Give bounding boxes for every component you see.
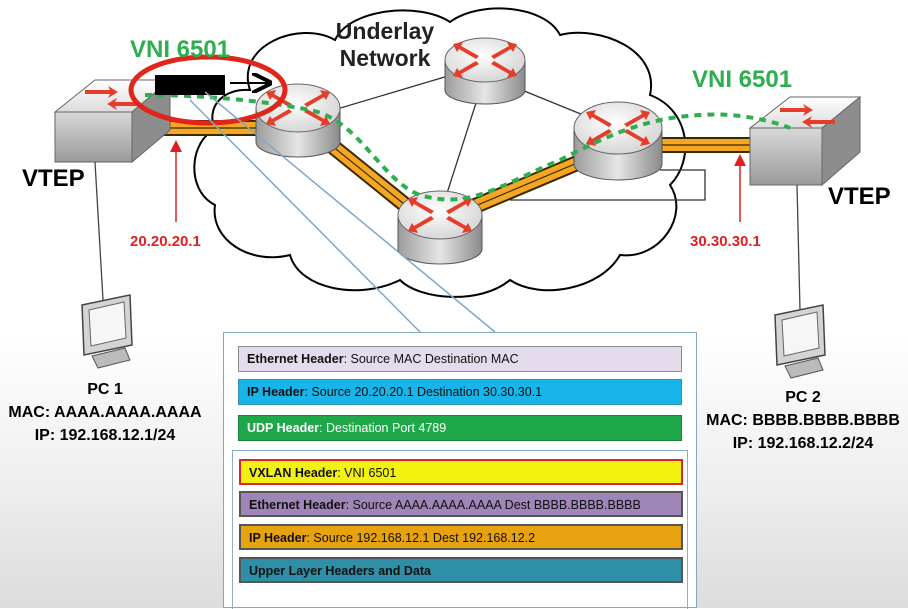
vni-label-right: VNI 6501	[692, 66, 793, 93]
outer-ip-header: IP Header: Source 20.20.20.1 Destination…	[238, 379, 682, 405]
callout-lines	[189, 91, 496, 333]
pc1-info: PC 1 MAC: AAAA.AAAA.AAAA IP: 192.168.12.…	[0, 378, 210, 447]
router-center	[397, 190, 483, 265]
cloud-title: Underlay Network	[310, 18, 460, 72]
vtep-ip-right: 30.30.30.1	[690, 233, 761, 250]
vtep-ip-left: 20.20.20.1	[130, 233, 201, 250]
header-name: Ethernet Header	[247, 352, 344, 366]
header-detail: : Destination Port 4789	[319, 421, 447, 435]
header-detail: : Source MAC Destination MAC	[343, 352, 519, 366]
pc2-name: PC 2	[785, 389, 821, 406]
router-top	[444, 37, 526, 105]
pc2-monitor-icon	[774, 304, 826, 379]
header-detail: : Source 192.168.12.1 Dest 192.168.12.2	[306, 531, 536, 545]
header-detail: : Source 20.20.20.1 Destination 30.30.30…	[304, 385, 543, 399]
pc2-link	[796, 184, 801, 311]
header-name: UDP Header	[247, 421, 320, 435]
router-right	[573, 101, 663, 181]
pc1-monitor-icon	[81, 294, 133, 369]
vni-label-left: VNI 6501	[130, 36, 231, 63]
header-detail: : VNI 6501	[337, 466, 397, 480]
inner-frame-box: VXLAN Header: VNI 6501 Ethernet Header: …	[232, 450, 688, 609]
switch-arrows-icon	[85, 86, 140, 110]
header-name: VXLAN Header	[249, 466, 338, 480]
pc1-link	[94, 161, 104, 301]
upper-layer-data: Upper Layer Headers and Data	[239, 557, 683, 583]
inner-ethernet-header: Ethernet Header: Source AAAA.AAAA.AAAA D…	[239, 491, 683, 517]
outer-ethernet-header: Ethernet Header: Source MAC Destination …	[238, 346, 682, 372]
inner-ip-header: IP Header: Source 192.168.12.1 Dest 192.…	[239, 524, 683, 550]
vtep-right-switch	[748, 95, 862, 187]
frame-icon	[155, 75, 225, 95]
header-name: IP Header	[247, 385, 305, 399]
underlay-cloud	[193, 7, 687, 298]
pc2-info: PC 2 MAC: BBBB.BBBB.BBBB IP: 192.168.12.…	[698, 386, 908, 455]
cloud-title-line2: Network	[339, 45, 431, 71]
pc1-ip: IP: 192.168.12.1/24	[34, 427, 176, 444]
router-arrows-icon	[266, 90, 330, 126]
cloud-title-line1: Underlay	[335, 18, 435, 44]
header-detail: : Source AAAA.AAAA.AAAA Dest BBBB.BBBB.B…	[345, 498, 641, 512]
vtep-label-left: VTEP	[22, 165, 85, 192]
router-left	[255, 83, 341, 158]
router-arrows-icon	[453, 42, 517, 78]
switch-arrows-icon	[780, 104, 835, 128]
pc2-mac: MAC: BBBB.BBBB.BBBB	[706, 412, 900, 429]
pc1-name: PC 1	[87, 381, 123, 398]
highlight-circle	[128, 54, 288, 126]
header-name: Ethernet Header	[249, 498, 346, 512]
vni-path	[144, 93, 791, 202]
udp-header: UDP Header: Destination Port 4789	[238, 415, 682, 441]
header-name: Upper Layer Headers and Data	[249, 564, 432, 578]
pc1-mac: MAC: AAAA.AAAA.AAAA	[8, 404, 202, 421]
header-name: IP Header	[249, 531, 307, 545]
vxlan-header: VXLAN Header: VNI 6501	[239, 459, 683, 485]
vtep-label-right: VTEP	[828, 183, 891, 210]
pc2-ip: IP: 192.168.12.2/24	[732, 435, 874, 452]
router-arrows-icon	[408, 197, 472, 233]
vtep-left-switch	[53, 78, 172, 164]
vxlan-packet-box: Ethernet Header: Source MAC Destination …	[223, 332, 697, 609]
router-arrows-icon	[586, 110, 650, 146]
